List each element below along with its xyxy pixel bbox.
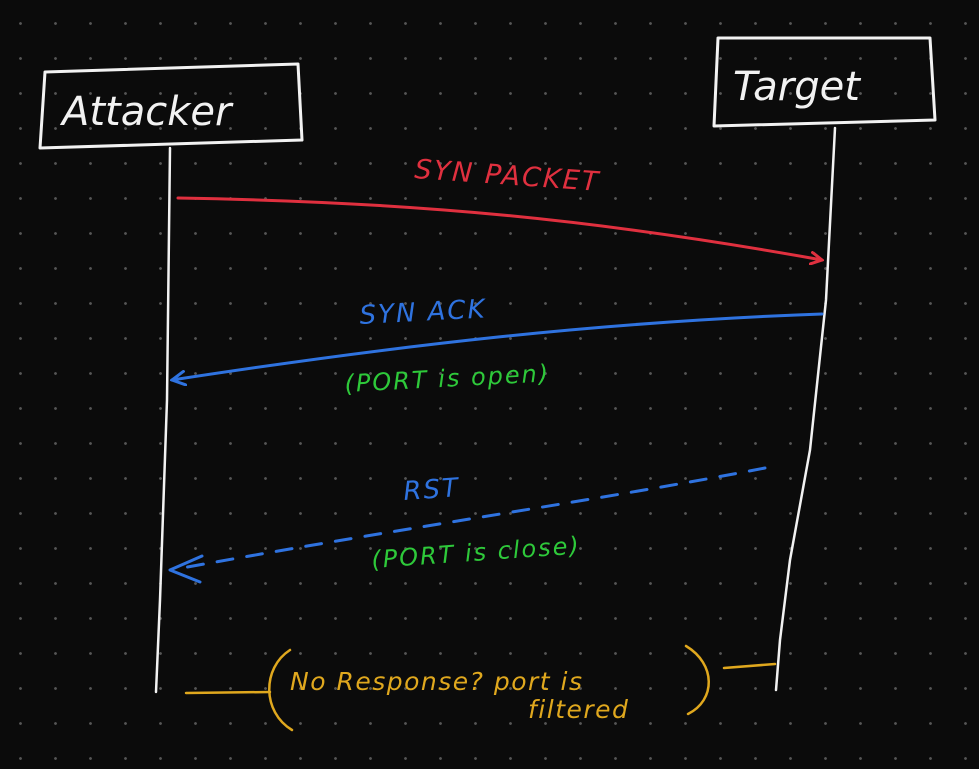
target-lifeline: [774, 126, 837, 692]
syn-ack-arrow: [172, 312, 824, 380]
syn-ack-note: (PORT is open): [344, 359, 551, 398]
filtered-line-left: [184, 690, 272, 695]
filtered-text-line1: No Response? port is: [290, 667, 584, 696]
filtered-line-right: [722, 662, 777, 670]
target-label: Target: [733, 64, 861, 110]
syn-ack-label: SYN ACK: [359, 294, 487, 331]
attacker-box: [38, 62, 304, 150]
filtered-bracket-left: [268, 648, 294, 732]
rst-label: RST: [402, 473, 461, 507]
filtered-bracket-right: [684, 644, 710, 716]
rst-note: (PORT is close): [370, 531, 581, 574]
filtered-note: No Response? port is filtered: [184, 644, 777, 732]
syn-message: SYN PACKET: [176, 154, 822, 260]
attacker-label: Attacker: [59, 89, 234, 135]
rst-arrow: [180, 466, 767, 570]
target-box: [712, 36, 937, 128]
rst-message: RST (PORT is close): [168, 466, 767, 584]
filtered-text-line2: filtered: [528, 695, 629, 724]
attacker-lifeline: [154, 146, 172, 694]
syn-arrow: [176, 196, 822, 260]
syn-ack-message: SYN ACK (PORT is open): [172, 294, 824, 398]
rst-arrowhead: [168, 554, 204, 584]
syn-label: SYN PACKET: [414, 154, 602, 198]
target-actor: Target: [712, 36, 937, 128]
attacker-actor: Attacker: [38, 62, 304, 150]
